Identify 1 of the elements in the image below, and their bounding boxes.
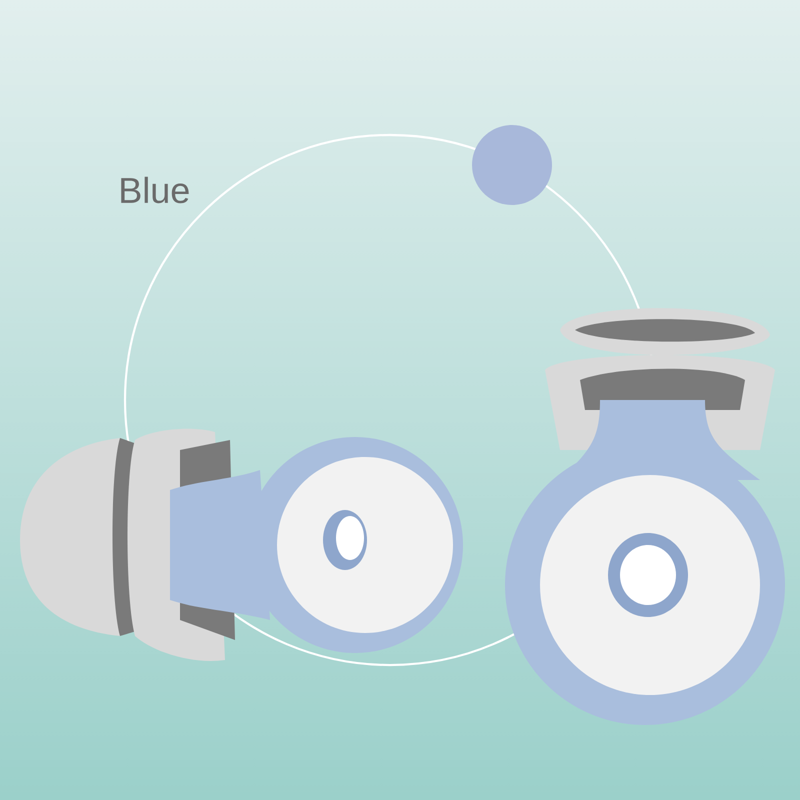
color-label: Blue: [121, 176, 189, 204]
